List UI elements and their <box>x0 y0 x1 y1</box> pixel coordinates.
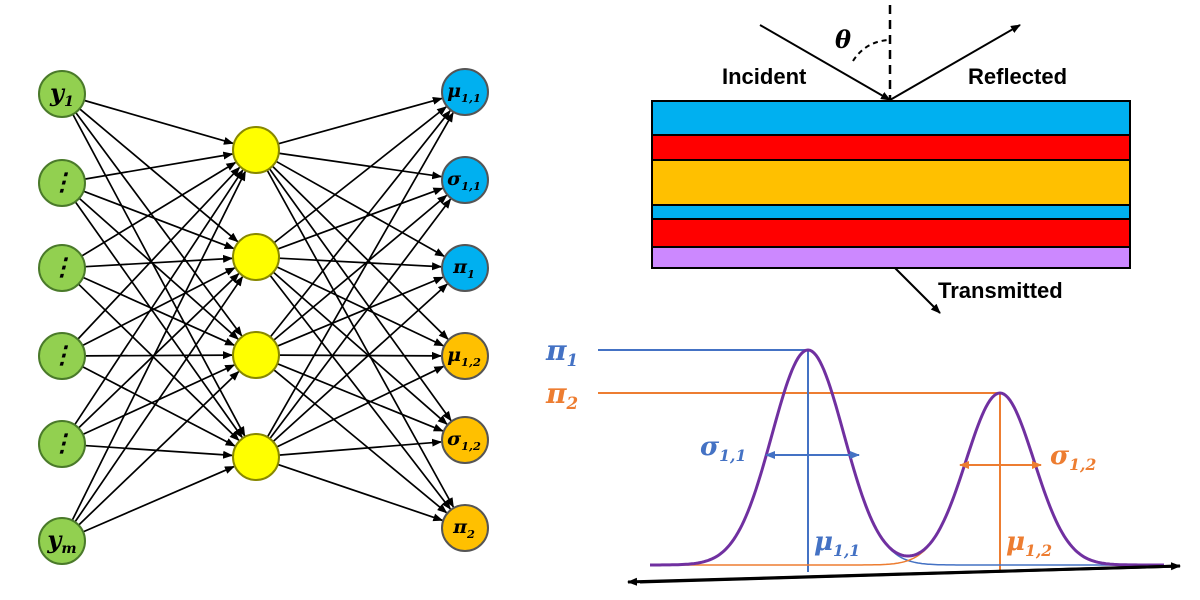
connection-edge <box>278 152 443 180</box>
connection-edge <box>268 168 452 422</box>
transmitted-label: Transmitted <box>938 278 1063 303</box>
output-node: μ1,1 <box>441 68 489 116</box>
connection-edge <box>77 272 240 429</box>
connection-edge <box>78 197 239 340</box>
film-layer <box>651 246 1131 269</box>
connection-edge <box>276 276 444 347</box>
connection-edge <box>266 169 455 508</box>
node-label: ⋮ <box>50 167 74 196</box>
connection-edge <box>83 99 234 145</box>
connection-edge <box>273 106 447 244</box>
connection-edge <box>78 370 240 526</box>
connection-edge <box>74 201 243 439</box>
reflected-label: Reflected <box>968 64 1067 89</box>
connection-edge <box>72 113 246 437</box>
connection-edge <box>276 365 445 448</box>
node-label: σ1,2 <box>447 428 481 453</box>
connection-edge <box>82 276 236 346</box>
input-node: ⋮ <box>38 420 86 468</box>
output-node: σ1,1 <box>441 156 489 204</box>
connection-edge <box>277 187 444 250</box>
film-layer <box>651 100 1131 136</box>
connection-edge <box>276 362 444 432</box>
connection-edge <box>77 166 241 340</box>
transmitted-ray <box>894 267 941 314</box>
connection-edge <box>278 257 443 271</box>
node-label: μ1,1 <box>447 80 481 105</box>
connection-edge <box>73 169 244 426</box>
output-node: π1 <box>441 244 489 292</box>
incident-ray <box>759 24 891 101</box>
node-label: π1 <box>452 256 475 281</box>
connection-edge <box>84 254 234 268</box>
node-label: ⋮ <box>50 340 74 369</box>
output-node: μ1,2 <box>441 332 489 380</box>
connection-edge <box>84 151 234 180</box>
connection-edge <box>273 369 448 514</box>
film-layer <box>651 159 1131 206</box>
node-label: π2 <box>452 516 475 541</box>
connection-edge <box>272 283 448 443</box>
node-label: ⋮ <box>50 252 74 281</box>
connection-edge <box>277 96 443 145</box>
connection-edge <box>276 266 445 347</box>
angle-symbol: θ <box>835 25 851 54</box>
connection-edge <box>82 465 235 533</box>
component-2-curve <box>650 392 1164 566</box>
network-nodes: y1 ⋮ ⋮ ⋮ ⋮ ym μ1,1 σ1,1 π1 μ1,2 σ1,2 π2 <box>38 68 489 565</box>
connection-edge <box>269 274 452 510</box>
connection-edge <box>278 438 443 456</box>
network-connections <box>71 96 455 533</box>
mixture-curve <box>650 348 1164 567</box>
connection-edge <box>83 190 235 250</box>
mu11-label: μ1,1 <box>814 527 860 560</box>
mixture-plot: π1 π2 σ1,1 σ1,2 μ1,1 μ1,2 <box>545 334 1181 586</box>
node-label: μ1,2 <box>447 344 481 369</box>
angle-arc <box>852 39 889 62</box>
hidden-node <box>232 233 280 281</box>
sigma11-label: σ1,1 <box>700 432 746 465</box>
input-node: ⋮ <box>38 332 86 380</box>
connection-edge <box>269 110 451 338</box>
input-node: ⋮ <box>38 244 86 292</box>
connection-edge <box>71 170 247 521</box>
connection-edge <box>277 463 444 522</box>
connection-edge <box>266 111 454 438</box>
hidden-node <box>232 331 280 379</box>
connection-edge <box>82 365 236 447</box>
hidden-node <box>232 433 280 481</box>
node-label: ym <box>46 525 76 557</box>
sigma12-label: σ1,2 <box>1050 441 1096 474</box>
film-layer <box>651 218 1131 248</box>
thin-film-stack <box>651 100 1131 269</box>
output-node: σ1,2 <box>441 416 489 464</box>
node-label: ⋮ <box>50 428 74 457</box>
film-layer <box>651 134 1131 161</box>
connection-edge <box>278 351 443 360</box>
pi2-label: π2 <box>545 377 578 413</box>
connection-edge <box>79 108 239 243</box>
node-label: σ1,1 <box>447 168 481 193</box>
connection-edge <box>84 351 234 360</box>
pi1-label: π1 <box>545 334 578 370</box>
connection-edge <box>82 267 236 347</box>
node-label: y1 <box>49 78 74 110</box>
input-node: y1 <box>38 70 86 118</box>
connection-edge <box>275 160 445 257</box>
reflected-ray <box>889 24 1021 101</box>
incident-label: Incident <box>722 64 807 89</box>
mu12-label: μ1,2 <box>1006 527 1052 560</box>
hidden-node <box>232 126 280 174</box>
film-layer <box>651 204 1131 220</box>
input-node: ⋮ <box>38 159 86 207</box>
input-node: ym <box>38 517 86 565</box>
output-node: π2 <box>441 504 489 552</box>
connection-edge <box>81 161 237 257</box>
connection-edge <box>269 198 452 440</box>
connection-edge <box>74 275 244 523</box>
x-axis-left-head <box>627 564 1181 586</box>
connection-edge <box>273 194 448 341</box>
